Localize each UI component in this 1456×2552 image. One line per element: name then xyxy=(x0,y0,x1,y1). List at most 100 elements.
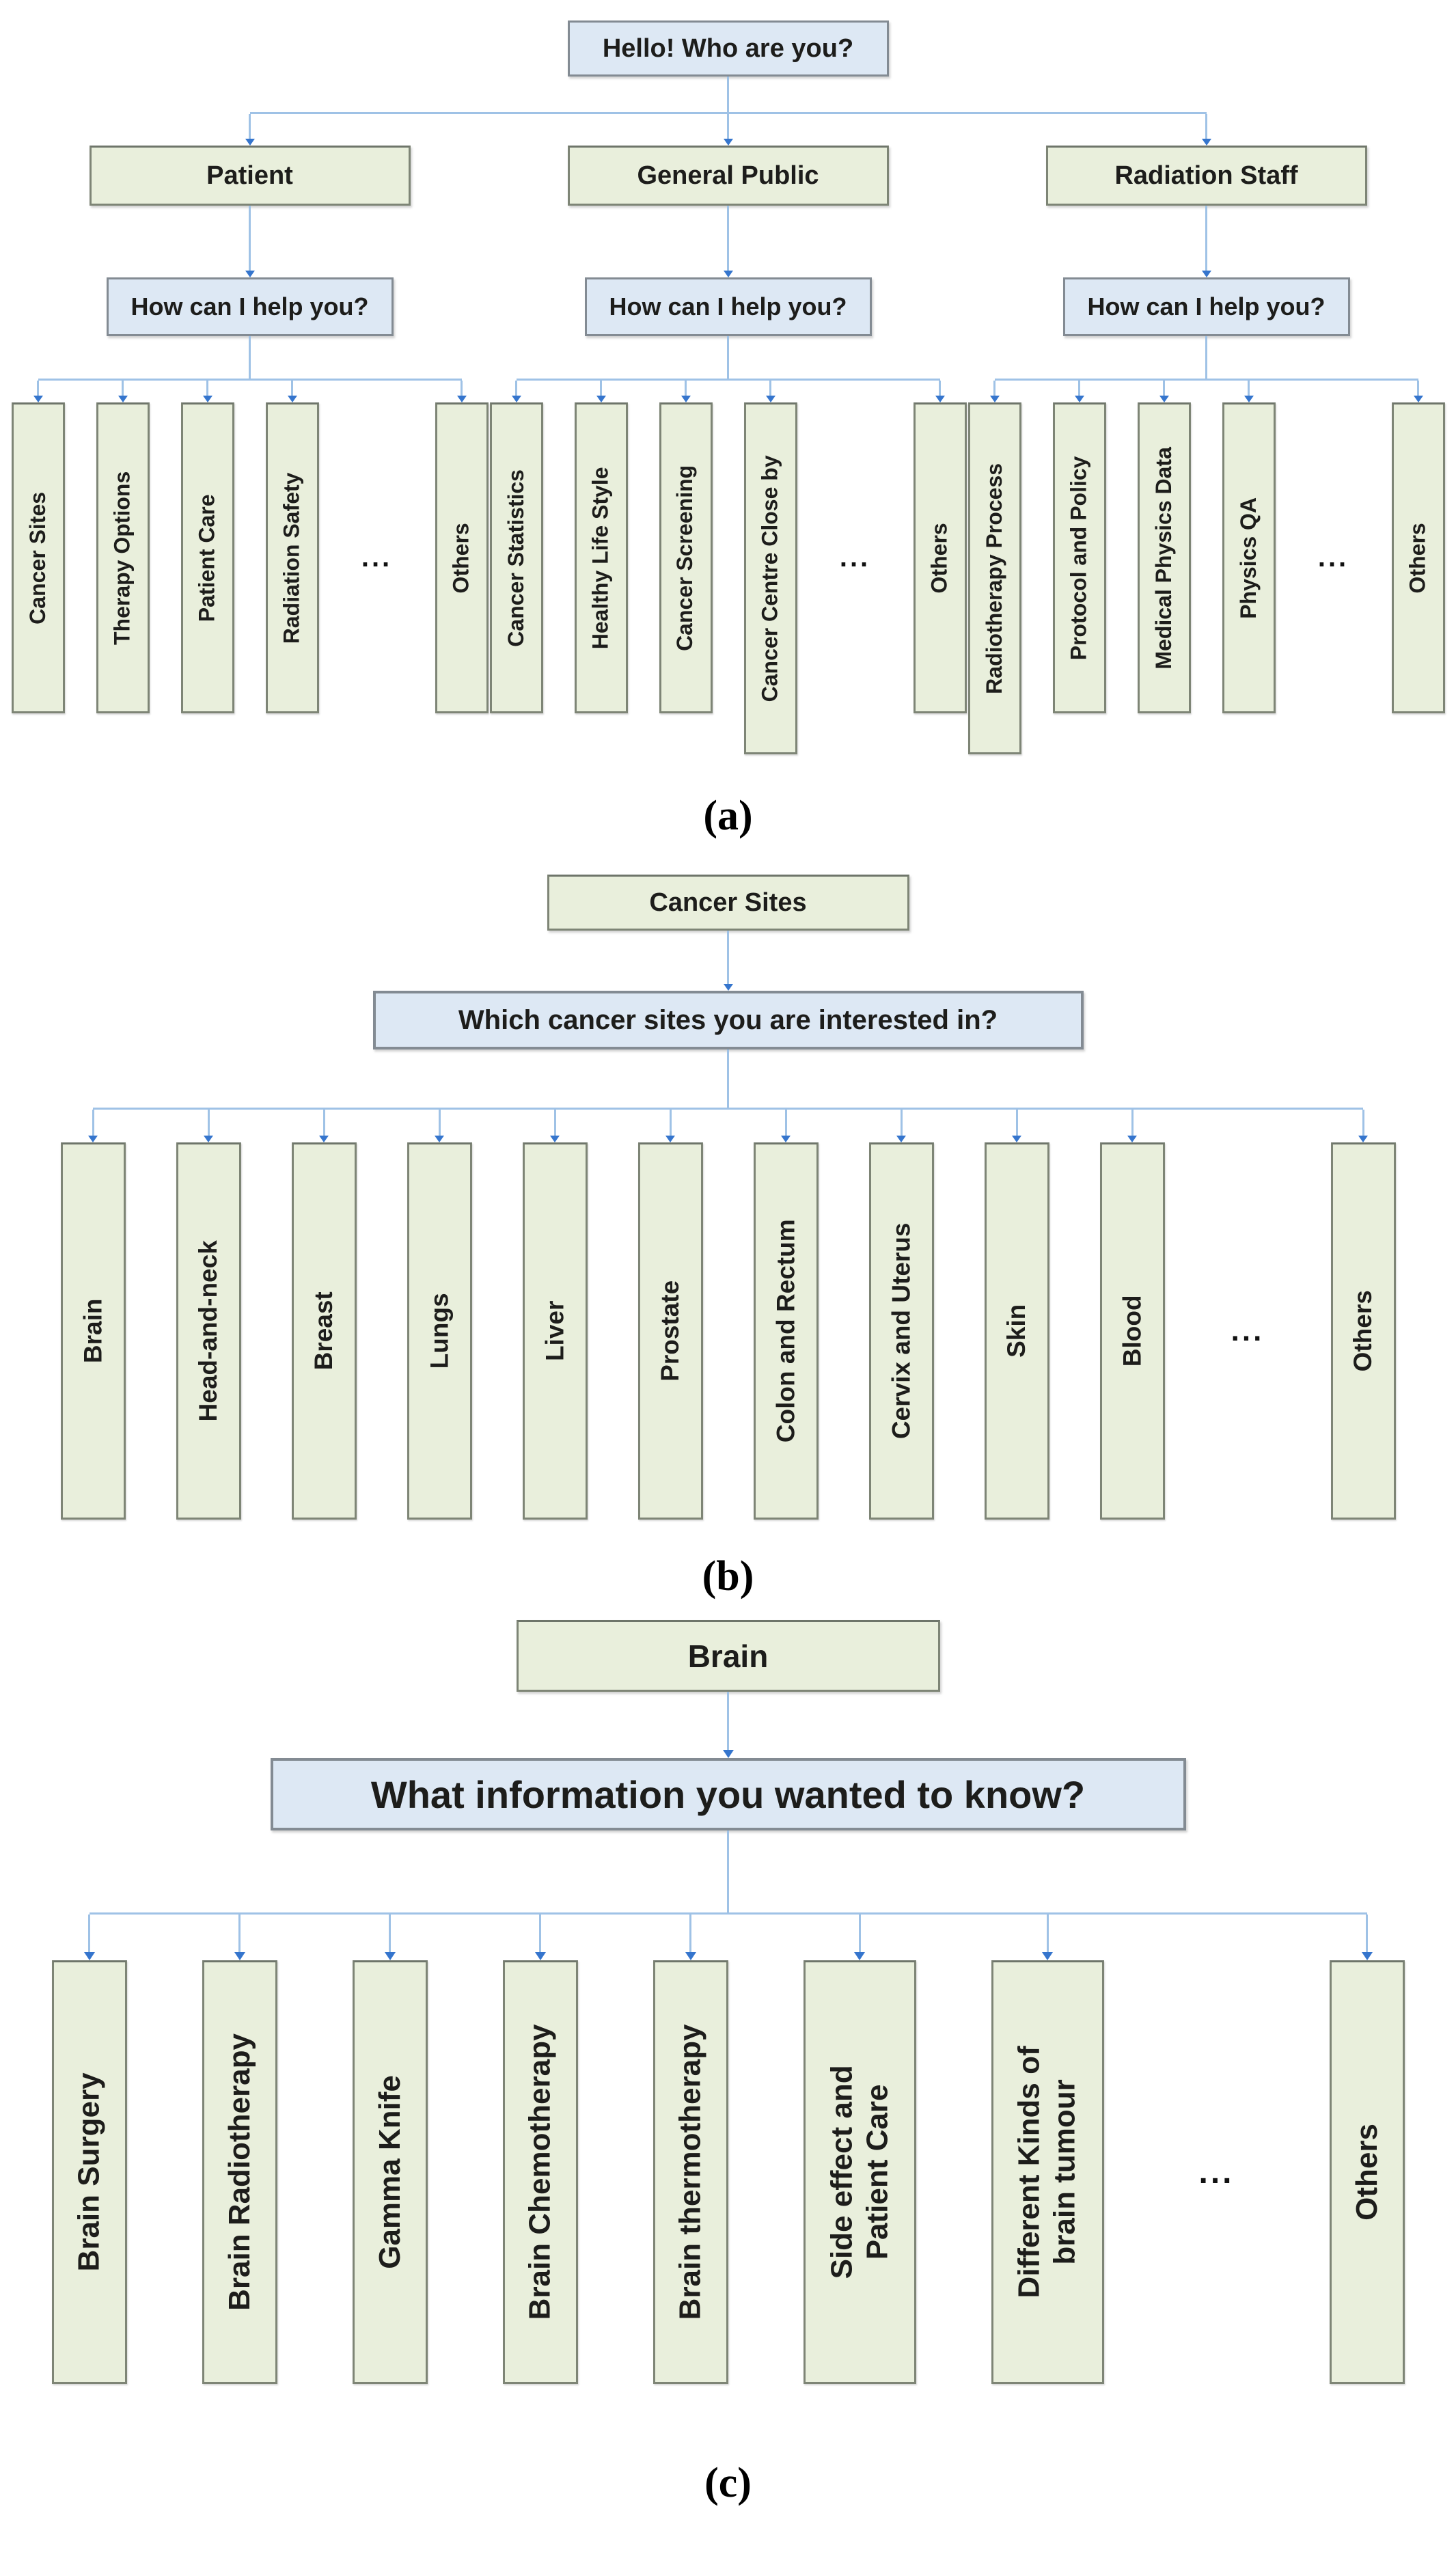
leaf-label: Colon and Rectum xyxy=(771,1219,800,1443)
leaf-item: Therapy Options xyxy=(96,381,150,713)
leaf-label: Different Kinds of brain tumour xyxy=(1013,2046,1082,2299)
arrow-connector xyxy=(88,1110,98,1142)
leaf-item: Healthy Life Style xyxy=(574,381,628,754)
leaf-item: Patient Care xyxy=(180,381,234,713)
leaf-box: Therapy Options xyxy=(96,402,150,713)
leaf-label: Prostate xyxy=(656,1280,685,1382)
leaf-item: Others xyxy=(1330,1110,1396,1520)
connector-drop xyxy=(727,336,729,379)
leaf-box: Cancer Statistics xyxy=(489,402,543,713)
leaf-label: Brain Chemotherapy xyxy=(523,2024,557,2320)
leaf-item: Gamma Knife xyxy=(352,1915,428,2384)
arrow-connector xyxy=(766,381,775,402)
leaf-label: Cancer Sites xyxy=(25,491,50,625)
leaf-box: Cancer Screening xyxy=(659,402,713,713)
leaf-label: Brain xyxy=(79,1298,107,1364)
leaf-box: Others xyxy=(1330,1142,1396,1520)
leaf-box: Medical Physics Data xyxy=(1137,402,1191,713)
node-patient: Patient xyxy=(89,146,411,206)
ellipsis-item: ... xyxy=(1179,1915,1254,2384)
leaf-label: Others xyxy=(1349,1290,1377,1372)
leaf-label: Brain Radiotherapy xyxy=(222,2033,256,2311)
ellipsis-label: ... xyxy=(1198,2154,1235,2191)
caption-c: (c) xyxy=(704,2460,752,2506)
leaf-item: Prostate xyxy=(637,1110,703,1520)
leaf-row: Cancer Sites Therapy Options Patient Car… xyxy=(11,381,489,713)
arrow-connector xyxy=(1012,1110,1021,1142)
arrow-connector xyxy=(1414,381,1423,402)
arrow-connector xyxy=(665,1110,675,1142)
caption-b: (b) xyxy=(702,1553,754,1600)
arrow-connector xyxy=(1159,381,1169,402)
leaf-box: Physics QA xyxy=(1222,402,1276,713)
leaf-item: Breast xyxy=(291,1110,357,1520)
leaf-box: Brain Chemotherapy xyxy=(502,1960,578,2384)
arrow-connector xyxy=(288,381,297,402)
arrow-connector xyxy=(319,1110,329,1142)
leaf-box: Protocol and Policy xyxy=(1052,402,1106,713)
leaf-label: Gamma Knife xyxy=(372,2075,407,2269)
arrow-connector xyxy=(1362,1915,1373,1960)
leaf-item: Liver xyxy=(522,1110,588,1520)
arrow-connector xyxy=(118,381,128,402)
leaf-label: Others xyxy=(1349,2124,1384,2221)
leaf-box: Liver xyxy=(522,1142,588,1520)
ellipsis-label: ... xyxy=(1317,543,1349,573)
leaf-label: Healthy Life Style xyxy=(588,467,613,649)
connector-rail xyxy=(249,112,1207,114)
branch-row: Patient How can I help you? Cancer Sites… xyxy=(11,114,1446,754)
connector-rail xyxy=(994,379,1418,381)
leaf-label: Others xyxy=(1405,522,1430,594)
leaf-box: Cancer Sites xyxy=(11,402,65,713)
leaf-box: Healthy Life Style xyxy=(574,402,628,713)
connector-rail xyxy=(38,379,462,381)
leaf-item: Others xyxy=(435,381,489,713)
arrow-connector xyxy=(1127,1110,1137,1142)
leaf-label: Physics QA xyxy=(1235,497,1261,619)
leaf-label: Skin xyxy=(1002,1304,1031,1358)
leaf-label: Medical Physics Data xyxy=(1151,446,1176,670)
leaf-label: Brain Surgery xyxy=(72,2072,106,2272)
leaf-row: Radiotherapy Process Protocol and Policy… xyxy=(967,381,1445,754)
arrow-connector xyxy=(84,1915,95,1960)
leaf-label: Breast xyxy=(310,1291,338,1371)
leaf-box: Brain xyxy=(60,1142,126,1520)
leaf-label: Others xyxy=(926,522,952,594)
branch-general-public: General Public How can I help you? Cance… xyxy=(489,114,967,754)
leaf-item: Colon and Rectum xyxy=(753,1110,819,1520)
arrow-connector xyxy=(1042,1915,1053,1960)
arrow-connector xyxy=(1202,206,1211,277)
leaf-label: Liver xyxy=(540,1300,569,1362)
arrow-connector xyxy=(234,1915,245,1960)
leaf-item: Medical Physics Data xyxy=(1137,381,1191,754)
arrow-connector xyxy=(781,1110,791,1142)
connector-rail xyxy=(516,379,940,381)
ellipsis-label: ... xyxy=(839,543,871,573)
leaf-box: Radiation Safety xyxy=(265,402,319,713)
leaf-item: Cancer Centre Close by xyxy=(743,381,797,754)
leaf-box: Brain thermotherapy xyxy=(653,1960,728,2384)
leaf-label: Patient Care xyxy=(194,494,219,622)
arrow-connector xyxy=(512,381,521,402)
leaf-label: Brain thermotherapy xyxy=(673,2024,707,2320)
leaf-label: Radiotherapy Process xyxy=(981,463,1006,694)
ellipsis-item: ... xyxy=(1215,1110,1280,1520)
node-brain: Brain xyxy=(516,1620,940,1692)
panel-b: Cancer Sites Which cancer sites you are … xyxy=(0,875,1456,1601)
leaf-item: Blood xyxy=(1099,1110,1165,1520)
leaf-item: Protocol and Policy xyxy=(1052,381,1106,754)
leaf-label: Therapy Options xyxy=(109,471,135,645)
leaf-row: Brain Surgery Brain Radiotherapy Gamma K… xyxy=(51,1915,1405,2384)
arrow-connector xyxy=(245,114,255,146)
arrow-connector xyxy=(457,381,467,402)
arrow-connector xyxy=(935,381,945,402)
leaf-label: Cancer Statistics xyxy=(503,469,528,647)
leaf-box: Patient Care xyxy=(180,402,234,713)
arrow-connector xyxy=(896,1110,906,1142)
arrow-connector xyxy=(203,381,212,402)
leaf-box: Cervix and Uterus xyxy=(868,1142,934,1520)
leaf-row: Brain Head-and-neck Breast Lungs Liver P… xyxy=(60,1110,1396,1520)
caption-a: (a) xyxy=(703,793,753,839)
leaf-row: Cancer Statistics Healthy Life Style Can… xyxy=(489,381,967,754)
